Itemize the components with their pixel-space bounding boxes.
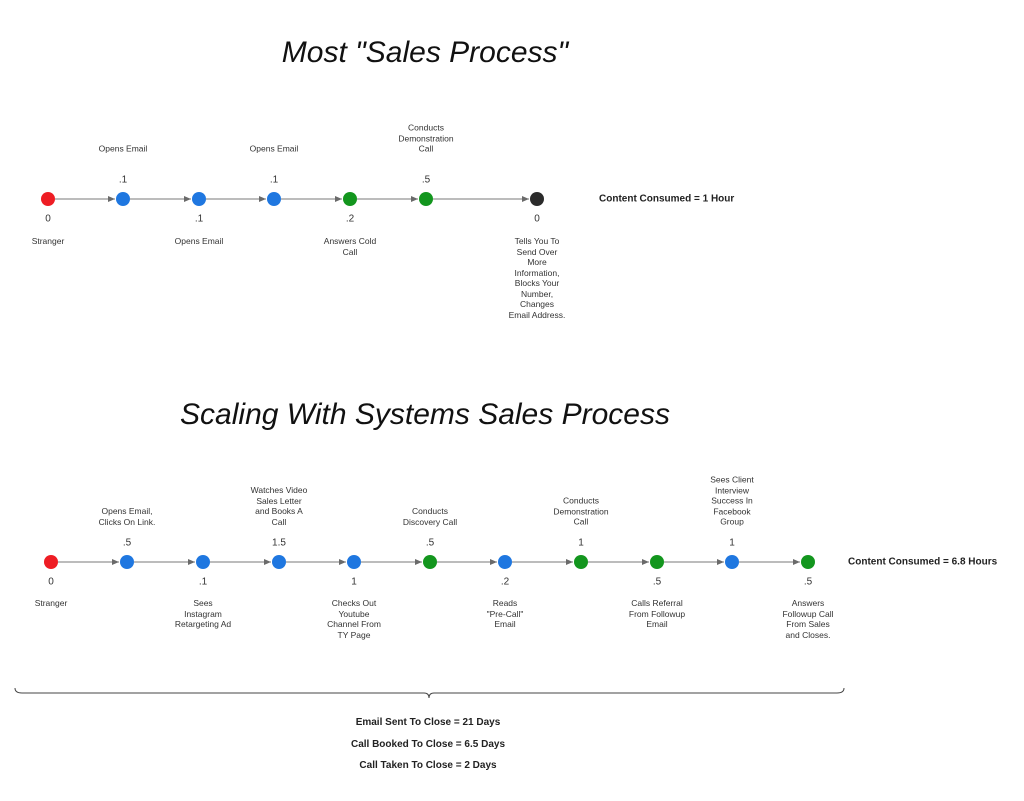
process1-node-label: Conducts Demonstration Call [398,122,454,154]
summary-call-booked: Call Booked To Close = 6.5 Days [350,739,506,750]
process2-node-value: .5 [425,537,435,549]
process2-node-label: Conducts Discovery Call [402,506,458,527]
process2-node-value: 1.5 [272,537,286,549]
process1-node-label: Tells You To Send Over More Information,… [508,236,566,320]
process2-nodes [44,555,815,569]
process2-node-red [44,555,58,569]
process1-node-label: Opens Email [249,143,299,154]
process2-node-label: Watches Video Sales Letter and Books A C… [250,485,308,527]
process2-node-value: 1 [729,537,735,549]
process2-node-label: Reads "Pre-Call" Email [486,598,524,629]
process2-node-label: Sees Client Interview Success In Faceboo… [710,474,754,527]
process1-node-label: Opens Email [98,143,148,154]
process2-node-label: Sees Instagram Retargeting Ad [174,598,232,629]
process1-node-label: Stranger [31,236,65,246]
process2-node-label: Checks Out Youtube Channel From TY Page [327,598,381,640]
process1-nodes [41,192,544,206]
process1-node-blue [267,192,281,206]
process2-node-blue [725,555,739,569]
process1-node-label: Answers Cold Call [323,236,377,257]
process1-content-consumed: Content Consumed = 1 Hour [599,193,735,205]
process2-node-green [423,555,437,569]
process2-node-value: 0 [48,576,54,588]
process2-node-label: Stranger [34,598,68,608]
process1-node-green [419,192,433,206]
process2-node-green [801,555,815,569]
process1-node-value: .1 [118,174,128,186]
process2-content-consumed: Content Consumed = 6.8 Hours [848,556,998,568]
process1-title: Most "Sales Process" [281,36,569,69]
summary-call-taken: Call Taken To Close = 2 Days [359,760,497,771]
process2-node-value: 1 [351,576,357,588]
process2-node-blue [347,555,361,569]
summary-email-sent: Email Sent To Close = 21 Days [355,717,501,728]
process2-node-value: .5 [803,576,813,588]
process1-node-value: 0 [45,213,51,225]
process2-node-value: .5 [652,576,662,588]
process1-node-blue [192,192,206,206]
process2-node-label: Calls Referral From Followup Email [628,598,686,629]
process2-node-blue [120,555,134,569]
timeline-brace [14,687,845,699]
process2-node-value: 1 [578,537,584,549]
process1-node-value: .5 [421,174,431,186]
process2-node-blue [196,555,210,569]
process2-node-value: .2 [500,576,510,588]
process2-node-label: Conducts Demonstration Call [553,495,609,527]
process1-node-label: Opens Email [174,236,224,246]
process2-node-green [574,555,588,569]
process2-node-blue [272,555,286,569]
process1-node-value: .1 [194,213,204,225]
process1-node-value: .1 [269,174,279,186]
process2-node-blue [498,555,512,569]
process2-node-green [650,555,664,569]
process2-node-label: Opens Email, Clicks On Link. [98,506,156,527]
process1-node-value: 0 [534,213,540,225]
process1-node-black [530,192,544,206]
process1-node-red [41,192,55,206]
process2-node-value: .1 [198,576,208,588]
process2-title: Scaling With Systems Sales Process [180,398,670,431]
process1-node-value: .2 [345,213,355,225]
process2-node-value: .5 [122,537,132,549]
process1-node-blue [116,192,130,206]
process1-node-green [343,192,357,206]
process2-node-label: Answers Followup Call From Sales and Clo… [782,598,834,640]
